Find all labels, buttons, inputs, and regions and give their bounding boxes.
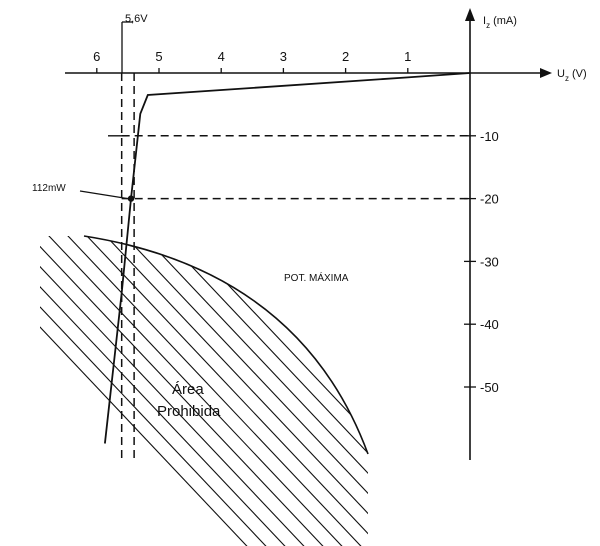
x-tick-label-2: 2 <box>342 49 349 64</box>
x-axis-label-main: U <box>557 68 565 80</box>
hatch-line <box>40 236 299 546</box>
max-power-label: POT. MÁXIMA <box>284 271 349 284</box>
hatch-line <box>40 236 356 546</box>
power-point-label: 112mW <box>32 183 66 194</box>
y-tick-label-20: -20 <box>480 192 499 207</box>
hatch-line <box>261 236 368 546</box>
forbidden-area-label-1: Área <box>172 381 204 398</box>
y-tick-label-40: -40 <box>480 317 499 332</box>
y-tick-label-30: -30 <box>480 254 499 269</box>
reference-lines <box>120 73 470 458</box>
x-axis-arrow <box>540 68 552 78</box>
hatch-line <box>356 236 368 546</box>
hatch-line <box>318 236 368 546</box>
hatch-line <box>90 236 368 546</box>
axis-ticks <box>96 68 476 388</box>
hatch-line <box>40 236 261 546</box>
hatch-line <box>128 236 368 546</box>
power-point-leader <box>79 190 129 200</box>
hatch-line <box>40 236 280 546</box>
forbidden-area-hatching <box>40 200 600 546</box>
hatch-line <box>147 236 368 546</box>
x-tick-label-6: 6 <box>93 49 100 64</box>
hatch-line <box>52 236 368 546</box>
x-tick-label-3: 3 <box>280 49 287 64</box>
y-axis-arrow <box>465 8 475 21</box>
hatch-line <box>204 236 368 546</box>
y-tick-label-10: -10 <box>480 129 499 144</box>
hatch-line <box>185 236 368 546</box>
x-axis-label: Uz(V) <box>557 68 587 83</box>
tick-labels: 1 2 3 4 5 6 -10 -20 -30 -40 -50 <box>93 49 499 395</box>
voltage-marker-label: 5,6V <box>125 13 148 25</box>
x-axis-label-unit: (V) <box>572 68 587 80</box>
hatch-line <box>40 236 368 546</box>
max-power-curve <box>83 235 369 455</box>
hatch-line <box>40 236 318 546</box>
x-tick-label-5: 5 <box>155 49 162 64</box>
hatch-line <box>337 236 368 546</box>
hatch-line <box>166 236 368 546</box>
hatch-line <box>280 236 368 546</box>
y-axis-label-main: I <box>483 15 486 27</box>
hatch-line <box>40 236 337 546</box>
hatch-line <box>376 200 600 546</box>
y-tick-label-50: -50 <box>480 380 499 395</box>
y-axis-label: Iz(mA) <box>483 15 517 30</box>
axes <box>65 8 552 460</box>
zener-curve-line <box>104 72 471 444</box>
hatch-line <box>299 236 368 546</box>
y-axis-label-unit: (mA) <box>493 15 517 27</box>
power-point-dot <box>127 195 135 202</box>
forbidden-area-label-2: Prohibida <box>157 403 221 420</box>
x-tick-label-1: 1 <box>404 49 411 64</box>
hatch-line <box>223 236 368 546</box>
x-axis-label-sub: z <box>565 74 569 83</box>
x-tick-label-4: 4 <box>218 49 225 64</box>
hatch-line <box>395 200 600 546</box>
y-axis-label-sub: z <box>486 21 490 30</box>
hatch-line <box>109 236 368 546</box>
hatch-line <box>71 236 368 546</box>
hatch-line <box>242 236 368 546</box>
